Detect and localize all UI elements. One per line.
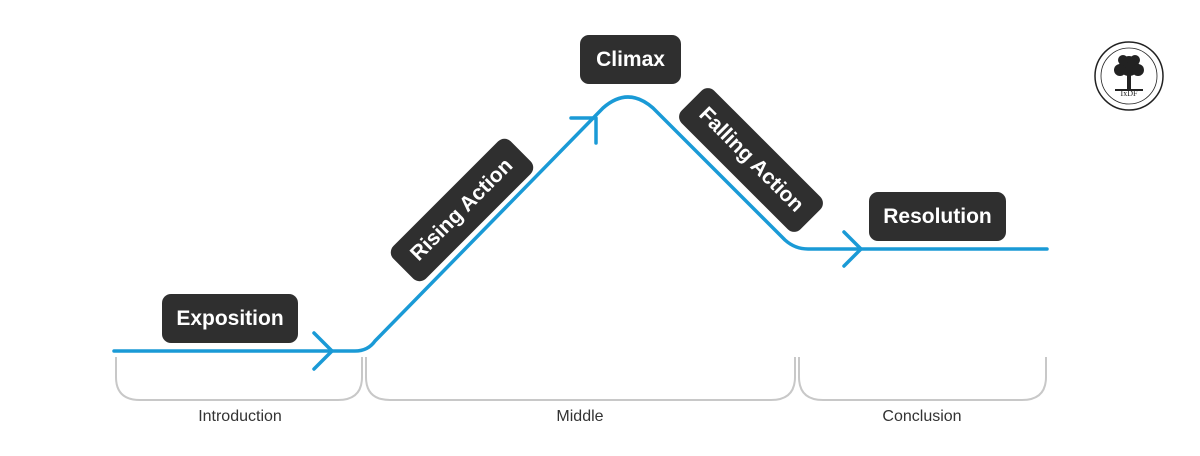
tree-icon: [1114, 55, 1144, 91]
bracket-conclusion: [798, 357, 1047, 401]
stage-climax: Climax: [580, 35, 681, 84]
section-label-conclusion: Conclusion: [882, 408, 962, 425]
bracket-introduction: [115, 357, 363, 401]
bracket-middle: [365, 357, 796, 401]
logo-text: IxDF: [1120, 89, 1138, 98]
stage-exposition: Exposition: [162, 294, 298, 343]
arrowhead-resolution: [842, 230, 863, 268]
story-arc-line: [112, 95, 1049, 353]
arrowhead-exposition: [312, 331, 334, 371]
section-label-middle: Middle: [556, 408, 604, 425]
ixdf-logo-label: IxDF: [1094, 46, 1164, 106]
ixdf-logo: [1094, 41, 1164, 111]
stage-resolution: Resolution: [869, 192, 1006, 241]
section-label-introduction: Introduction: [198, 408, 282, 425]
arrowhead-rising: [569, 116, 598, 145]
